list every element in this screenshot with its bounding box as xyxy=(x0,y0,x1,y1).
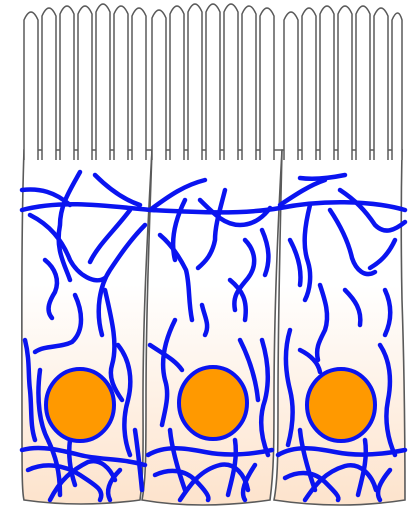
microvillus xyxy=(206,4,220,160)
microvillus xyxy=(320,6,334,160)
microvillus xyxy=(284,12,298,160)
microvillus xyxy=(152,10,166,160)
microvillus xyxy=(24,12,38,160)
nucleus-2 xyxy=(179,367,247,439)
microvillus xyxy=(188,4,202,160)
microvillus xyxy=(356,6,370,160)
microvillus xyxy=(224,4,238,160)
microvillus xyxy=(302,8,316,160)
microvillus xyxy=(170,6,184,160)
microvillus xyxy=(242,6,256,160)
microvillus xyxy=(374,8,388,160)
microvillus xyxy=(132,8,146,160)
microvillus xyxy=(60,6,74,160)
microvillus xyxy=(338,6,352,160)
microvilli xyxy=(24,4,402,160)
microvillus xyxy=(78,6,92,160)
nucleus-3 xyxy=(307,369,375,441)
microvillus xyxy=(42,8,56,160)
microvillus xyxy=(260,8,274,160)
microvillus xyxy=(96,4,110,160)
nuclei xyxy=(46,367,375,441)
nucleus-1 xyxy=(46,369,114,441)
microvillus xyxy=(114,6,128,160)
microvillus xyxy=(392,13,402,160)
